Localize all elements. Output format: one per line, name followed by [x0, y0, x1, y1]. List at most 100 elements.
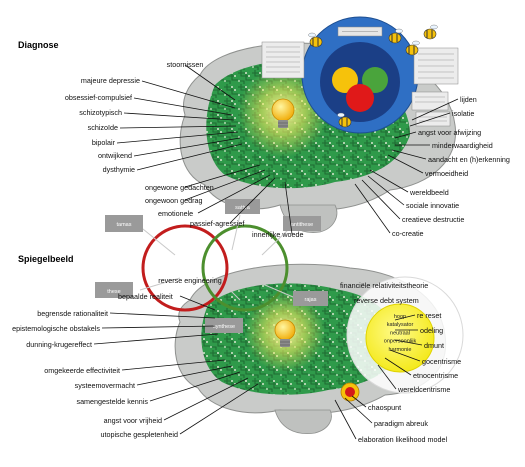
- top-right-label: creatieve destructie: [402, 215, 464, 224]
- yellow-circle-text: katalysator: [387, 322, 414, 328]
- pointer-line: [179, 295, 216, 311]
- bottom-right-label: re reset: [417, 311, 441, 320]
- top-left-label: majeure depressie: [81, 76, 140, 85]
- diagram-labels: stoornissen majeure depressie obsessief-co…: [12, 60, 510, 444]
- red-ring: [141, 224, 229, 312]
- pointer-line: [179, 383, 259, 435]
- bottom-right-label: financiële relativiteitstheorie: [340, 281, 428, 290]
- top-right-label: vermoeidheid: [425, 169, 468, 178]
- top-lightbulb-icon: [271, 98, 295, 128]
- top-right-label: sociale innovatie: [406, 201, 459, 210]
- svg-text:synthese: synthese: [213, 324, 235, 330]
- svg-text:sattva: sattva: [235, 205, 251, 211]
- yellow-circle-text: hoop: [394, 314, 406, 320]
- svg-text:rajas: rajas: [305, 297, 317, 303]
- top-right-label: minderwaardigheid: [432, 141, 493, 150]
- pointer-line: [184, 164, 261, 188]
- synthese-box: synthese: [205, 318, 243, 333]
- top-right-label: wereldbeeld: [409, 188, 449, 197]
- pointer-line: [389, 349, 421, 362]
- bottom-left-label: begrensde rationaliteit: [37, 309, 108, 318]
- top-center-label: passief-agressief: [190, 219, 244, 228]
- top-left-label: schizotypisch: [79, 108, 122, 117]
- bottom-right-label: etnocentrisme: [413, 371, 458, 380]
- bottom-left-label: angst voor vrijheid: [104, 416, 162, 425]
- pointer-line: [369, 169, 409, 193]
- section-title-diagnose: Diagnose: [18, 40, 59, 50]
- these-box: these: [95, 282, 133, 298]
- diagram-pointer-lines: [93, 64, 459, 440]
- pointer-line: [116, 131, 239, 144]
- bottom-right-label: paradigm abreuk: [374, 419, 428, 428]
- svg-text:antithese: antithese: [291, 222, 313, 228]
- bottom-right-circle: [340, 276, 464, 402]
- green-inner-circle: [362, 67, 388, 93]
- rajas-box: rajas: [293, 291, 328, 306]
- pointer-line: [229, 177, 276, 224]
- top-right-label: isolatie: [452, 109, 474, 118]
- bee-icon: [388, 28, 403, 44]
- pointer-line: [197, 174, 271, 214]
- pointer-line: [133, 137, 241, 157]
- bottom-right-label: odeling: [420, 326, 443, 335]
- reverse-engineering-label: reverse engineering: [158, 276, 222, 285]
- top-center-label: emotionele: [158, 209, 193, 218]
- pointer-line: [149, 371, 241, 402]
- bottom-left-label: samengestelde kennis: [76, 397, 148, 406]
- yellow-circle: [365, 303, 435, 373]
- pointer-line: [136, 143, 243, 171]
- bottom-left-label: omgekeerde effectiviteit: [44, 366, 120, 375]
- bottom-right-label: elaboration likelihood model: [358, 435, 448, 444]
- bee-icon: [308, 32, 323, 48]
- pointer-line: [133, 97, 233, 116]
- bottom-left-label: bepaalde realiteit: [118, 292, 173, 301]
- pointer-line: [394, 131, 417, 139]
- pointer-line: [344, 397, 373, 424]
- chaospunt-dot-center: [345, 387, 355, 397]
- pointer-line: [377, 364, 397, 390]
- pointer-line: [119, 125, 237, 129]
- pointer-line: [411, 98, 459, 121]
- pointer-line: [93, 333, 219, 345]
- bottom-right-label: chaospunt: [368, 403, 401, 412]
- connector-lines: [137, 214, 301, 301]
- pointer-line: [101, 325, 216, 329]
- bee-icon: [405, 40, 420, 56]
- pointer-line: [384, 357, 412, 376]
- pointer-line: [163, 377, 249, 421]
- pointer-line: [141, 80, 236, 109]
- pointer-line: [184, 169, 266, 201]
- top-right-label: lijden: [460, 95, 477, 104]
- pointer-line: [109, 312, 216, 319]
- bottom-right-label: wereldcentrisme: [397, 385, 450, 394]
- svg-text:tamas: tamas: [117, 222, 132, 228]
- top-center-label: ongewone gedachten: [145, 183, 214, 192]
- pointer-line: [361, 179, 401, 220]
- top-right-label: angst voor afwijzing: [418, 128, 481, 137]
- pointer-line: [184, 64, 236, 101]
- small-info-boxes: [261, 41, 459, 127]
- top-right-circle-diagram: [261, 16, 459, 134]
- top-left-label: ontwijkend: [98, 151, 132, 160]
- bottom-left-label: epistemologische obstakels: [12, 324, 100, 333]
- green-ring: [201, 224, 289, 312]
- bee-icon: [423, 24, 438, 40]
- bottom-right-label: reverse debt system: [354, 296, 419, 305]
- pointer-line: [136, 365, 233, 386]
- top-left-label: bipolair: [92, 138, 116, 147]
- pointer-line: [121, 359, 226, 371]
- pointer-line: [387, 154, 424, 174]
- top-left-label: schizoïde: [88, 123, 118, 132]
- top-left-label: obsessief-compulsief: [65, 93, 132, 102]
- svg-text:these: these: [107, 289, 120, 295]
- pointer-line: [284, 181, 293, 235]
- bottom-left-label: dunning-krugereffect: [26, 340, 92, 349]
- pointer-line: [351, 395, 367, 408]
- yellow-circle-text: onpersoonlijk: [384, 339, 417, 345]
- top-left-label: stoornissen: [167, 60, 204, 69]
- bee-icon: [337, 112, 352, 128]
- pointer-line: [394, 314, 416, 321]
- pointer-line: [123, 112, 235, 121]
- pointer-line: [409, 112, 451, 127]
- top-right-label: co-creatie: [392, 229, 424, 238]
